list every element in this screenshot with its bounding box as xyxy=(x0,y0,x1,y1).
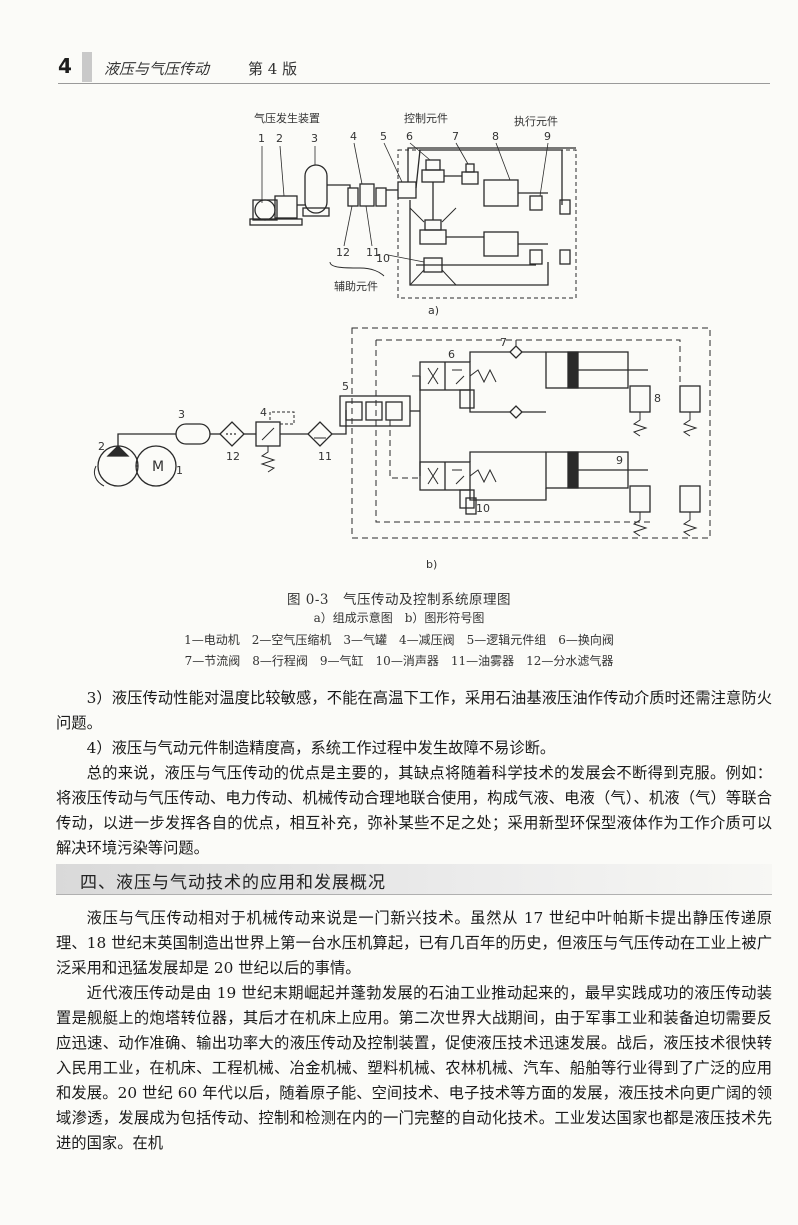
header-bar xyxy=(82,52,92,82)
part-b-num-7: 7 xyxy=(500,336,507,349)
motor-symbol-label: M xyxy=(152,459,164,475)
figure-legend-line-1: 1—电动机 2—空气压缩机 3—气罐 4—减压阀 5—逻辑元件组 6—换向阀 xyxy=(184,633,614,647)
paragraph-history: 液压与气压传动相对于机械传动来说是一门新兴技术。虽然从 17 世纪中叶帕斯卡提出… xyxy=(56,909,772,977)
part-a-num-8: 8 xyxy=(492,130,499,143)
paragraph-modern-development: 近代液压传动是由 19 世纪末期崛起并蓬勃发展的石油工业推动起来的，最早实践成功… xyxy=(56,984,772,1152)
section-rule xyxy=(56,894,772,895)
part-a-num-4: 4 xyxy=(350,130,357,143)
diagram-b-symbols xyxy=(93,327,711,539)
group-label-auxiliary: 辅助元件 xyxy=(334,279,378,293)
paragraph-item-3: 3）液压传动性能对温度比较敏感，不能在高温下工作，采用石油基液压油作传动介质时还… xyxy=(56,689,772,732)
part-b-num-5: 5 xyxy=(342,380,349,393)
paragraph-item-4: 4）液压与气动元件制造精度高，系统工作过程中发生故障不易诊断。 xyxy=(86,739,556,757)
paragraph-summary: 总的来说，液压与气压传动的优点是主要的，其缺点将随着科学技术的发展会不断得到克服… xyxy=(56,764,772,857)
section-heading: 四、液压与气动技术的应用和发展概况 xyxy=(80,873,386,893)
part-b-num-12: 12 xyxy=(226,450,240,463)
part-b-num-1: 1 xyxy=(176,464,183,477)
group-label-actuator: 执行元件 xyxy=(514,114,558,128)
group-label-air-source: 气压发生装置 xyxy=(254,111,320,125)
part-b-num-3: 3 xyxy=(178,408,185,421)
section-heading-bar xyxy=(56,864,772,894)
part-a-num-5: 5 xyxy=(380,130,387,143)
part-a-num-11: 11 xyxy=(366,246,380,259)
figure-pneumatic-system: 气压发生装置 控制元件 执行元件 辅助元件 1 2 3 4 5 6 7 8 9 … xyxy=(93,111,711,571)
header-rule xyxy=(58,83,770,84)
page-number: 4 xyxy=(58,54,72,78)
part-b-num-10: 10 xyxy=(476,502,490,515)
part-a-num-7: 7 xyxy=(452,130,459,143)
part-b-num-4: 4 xyxy=(260,406,267,419)
part-a-num-2: 2 xyxy=(276,132,283,145)
part-a-num-12: 12 xyxy=(336,246,350,259)
diagram-a-assembly xyxy=(249,142,577,299)
part-a-num-9: 9 xyxy=(544,130,551,143)
part-a-num-1: 1 xyxy=(258,132,265,145)
figure-caption: 图 0-3 气压传动及控制系统原理图 xyxy=(286,592,512,608)
part-b-num-8: 8 xyxy=(654,392,661,405)
figure-legend-line-2: 7—节流阀 8—行程阀 9—气缸 10—消声器 11—油雾器 12—分水滤气器 xyxy=(184,654,614,668)
edition-label: 第 4 版 xyxy=(248,60,298,78)
diagram-b-labels: M 1 2 3 4 5 6 7 8 9 10 11 12 b) xyxy=(98,336,661,571)
part-b-num-11: 11 xyxy=(318,450,332,463)
part-a-num-6: 6 xyxy=(406,130,413,143)
body-text-top: 3）液压传动性能对温度比较敏感，不能在高温下工作，采用石油基液压油作传动介质时还… xyxy=(56,686,772,861)
part-b-num-2: 2 xyxy=(98,440,105,453)
book-title: 液压与气压传动 xyxy=(104,60,210,78)
part-b-num-6: 6 xyxy=(448,348,455,361)
part-b-sublabel: b) xyxy=(426,558,437,571)
running-header: 4 液压与气压传动 第 4 版 xyxy=(58,52,770,86)
part-a-num-3: 3 xyxy=(311,132,318,145)
figure-subcaption: a）组成示意图 b）图形符号图 xyxy=(313,611,485,625)
diagram-a-labels: 气压发生装置 控制元件 执行元件 辅助元件 1 2 3 4 5 6 7 8 9 … xyxy=(254,111,558,317)
part-a-sublabel: a) xyxy=(428,304,439,317)
group-label-control: 控制元件 xyxy=(404,111,448,125)
part-b-num-9: 9 xyxy=(616,454,623,467)
body-text-section: 液压与气压传动相对于机械传动来说是一门新兴技术。虽然从 17 世纪中叶帕斯卡提出… xyxy=(56,906,772,1156)
part-a-num-10: 10 xyxy=(376,252,390,265)
